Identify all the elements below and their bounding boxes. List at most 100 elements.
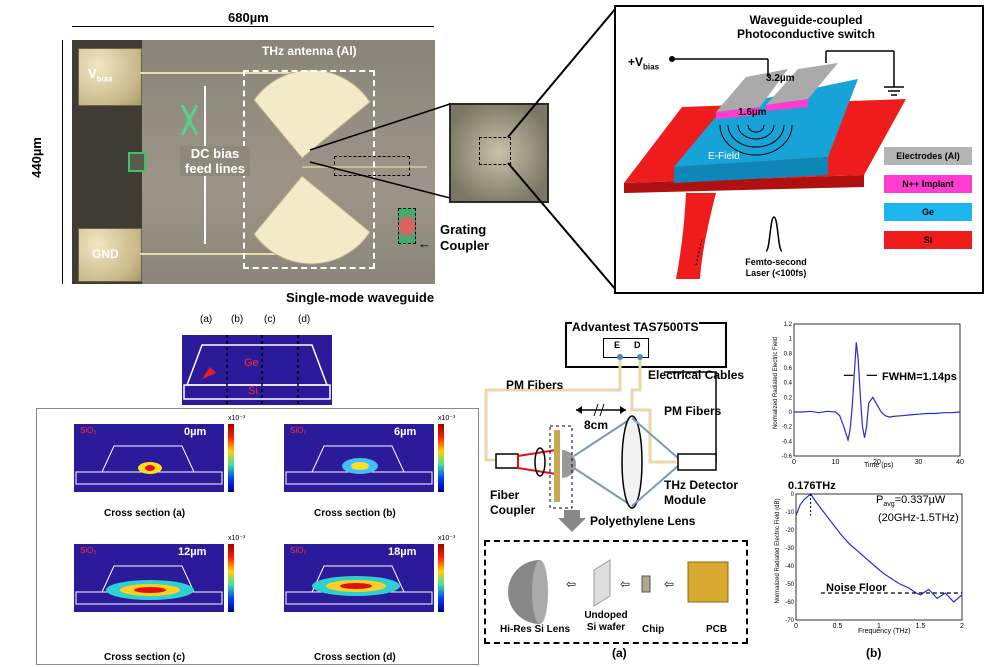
caption-b-chart: (b) — [866, 646, 882, 660]
noise-label: Noise Floor — [826, 582, 887, 594]
zoom-inner-box — [479, 137, 511, 165]
zoom-lines — [309, 7, 617, 291]
legend-implant: N++ Implant — [884, 175, 972, 193]
series-line — [794, 342, 961, 443]
plot-area — [793, 323, 961, 457]
pulse-shape — [765, 216, 783, 252]
mode-panel-d: SiO₂ 18µm x10⁻³ Cross section (d) — [270, 535, 455, 663]
caption-d: Cross section (d) — [314, 652, 396, 663]
y-tick-label: -50 — [785, 582, 794, 588]
plot-area — [795, 493, 963, 621]
y-tick-label: -0.6 — [782, 454, 793, 460]
gap-large-label: 3.2µm — [766, 73, 795, 84]
undoped-label: Undoped Si wafer — [584, 610, 628, 633]
grating-label: Grating Coupler — [440, 222, 490, 253]
caption-setup: (a) — [612, 646, 627, 660]
instrument-label: Advantest TAS7500TS — [572, 320, 699, 334]
width-label: 680µm — [228, 10, 269, 25]
caption-a: Cross section (a) — [104, 508, 186, 519]
setup-svg — [484, 354, 717, 532]
switch-svg — [624, 50, 906, 279]
x-tick-label: 1 — [877, 623, 881, 630]
grating-coupler — [398, 208, 416, 244]
height-arrow — [62, 40, 63, 284]
letter-c: (c) — [264, 314, 276, 325]
arrow-2: ⇦ — [620, 577, 630, 591]
y-tick-label: 0.8 — [784, 351, 793, 357]
mode-panel-a: SiO₂ 0µm x10⁻³ Cross section (a) — [60, 415, 245, 519]
arrow-3: ⇦ — [664, 577, 674, 591]
freq-xlabel: Frequency (THz) — [858, 628, 911, 635]
feed-line-top — [140, 72, 300, 74]
legend-ge: Ge — [884, 203, 972, 221]
ge-label: Ge — [244, 357, 259, 369]
vbias-pad — [78, 48, 142, 106]
distance-label: 8cm — [584, 418, 609, 432]
grating-arrow: ← — [418, 236, 431, 251]
legend-electrodes: Electrodes (Al) — [884, 147, 972, 165]
hi-res-label: Hi-Res Si Lens — [500, 624, 571, 635]
letter-d: (d) — [298, 314, 311, 325]
x-tick-label: 40 — [956, 459, 964, 466]
y-tick-label: -70 — [785, 618, 794, 624]
antenna-bottom-wing — [253, 175, 371, 265]
dc-bias-label: DC bias feed lines — [180, 146, 250, 176]
letter-b: (b) — [231, 314, 244, 325]
x-tick-label: 0 — [794, 623, 798, 630]
laser-label: Femto-second Laser (<100fs) — [745, 257, 807, 278]
x-tick-label: 2 — [960, 623, 964, 630]
pm-fibers-1: PM Fibers — [506, 378, 564, 392]
detector-label: THz Detector Module — [664, 478, 739, 507]
x-tick-label: 30 — [915, 459, 923, 466]
y-tick-label: -0.2 — [782, 425, 793, 431]
efield-label: E-Field — [708, 151, 740, 162]
vbias-pad-label: Vbias — [88, 66, 113, 84]
antenna-label: THz antenna (Al) — [262, 44, 357, 58]
freq-ylabel: Normalized Radiated Electric Field (dB) — [775, 498, 781, 604]
electrode-left — [716, 69, 788, 112]
pcb-label: PCB — [706, 624, 728, 635]
x-tick-label: 0.5 — [833, 623, 843, 630]
switch-title: Waveguide-coupled Photoconductive switch — [736, 13, 875, 41]
caption-b: Cross section (b) — [314, 508, 396, 519]
y-tick-label: -40 — [785, 564, 794, 570]
vbias-plus-label: +Vbias — [628, 55, 660, 72]
green-marker — [128, 152, 146, 172]
chip-label: Chip — [642, 624, 665, 635]
mode-panel-c: SiO₂ 12µm x10⁻³ Cross section (c) — [60, 535, 245, 663]
caption-c: Cross section (c) — [104, 652, 186, 663]
feed-line-bottom — [140, 253, 300, 255]
y-tick-label: 0 — [789, 410, 793, 416]
switch-box: Waveguide-coupled Photoconductive switch… — [614, 5, 984, 294]
y-tick-label: -60 — [785, 600, 794, 606]
si-taper — [676, 193, 716, 279]
si-label: Si — [248, 385, 258, 397]
legend-si: Si — [884, 231, 972, 249]
pm-fibers-2: PM Fibers — [664, 404, 722, 418]
freq-chart-svg: 0 0.5 1 1.5 2 0 -10 -20 -30 -40 -50 -60 -70 — [785, 492, 964, 630]
y-tick-label: -30 — [785, 546, 794, 552]
arrow-1: ⇦ — [566, 577, 576, 591]
y-tick-label: 0 — [791, 492, 795, 498]
waveguide-label: Single-mode waveguide — [286, 290, 435, 305]
y-tick-label: -20 — [785, 528, 794, 534]
waveguide-dashed-box — [334, 156, 410, 176]
mode-panel-b: SiO₂ 6µm x10⁻³ Cross section (b) — [270, 415, 455, 519]
time-xlabel: Time (ps) — [864, 462, 894, 469]
x-tick-label: 0 — [792, 459, 796, 466]
green-mark-2 — [187, 104, 199, 136]
gnd-pad-label: GND — [92, 247, 119, 261]
mode-panels-frame — [36, 408, 479, 665]
y-tick-label: 1.2 — [784, 322, 793, 328]
y-tick-label: 0.6 — [784, 366, 793, 372]
x-tick-label: 20 — [873, 459, 881, 466]
x-tick-label: 1.5 — [916, 623, 926, 630]
gnd-pad — [78, 228, 142, 282]
ge-top — [674, 79, 858, 167]
width-arrow — [72, 26, 434, 27]
y-tick-label: 0.2 — [784, 395, 793, 401]
y-tick-label: -0.4 — [782, 439, 793, 445]
y-tick-label: -10 — [785, 510, 794, 516]
